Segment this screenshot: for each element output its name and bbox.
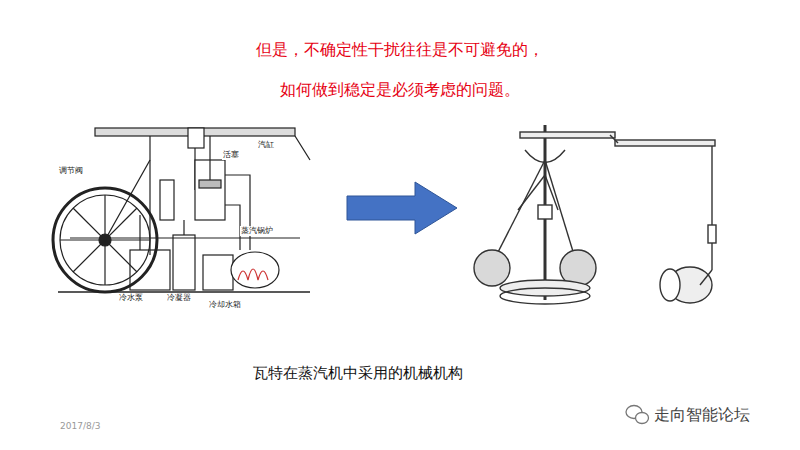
part-label: 调节阀 — [58, 166, 84, 176]
watermark: 走向智能论坛 — [654, 405, 750, 424]
part-label: 冷却水箱 — [208, 300, 242, 310]
part-label: 汽缸 — [257, 140, 275, 150]
steam-engine-drawing — [53, 128, 310, 292]
direction-arrow — [347, 182, 457, 234]
part-label: 蒸汽锅炉 — [240, 226, 274, 236]
wechat-icon — [626, 406, 649, 424]
part-label: 冷水泵 — [118, 293, 144, 303]
figure-caption: 瓦特在蒸汽机中采用的机械机构 — [253, 364, 463, 382]
slide-title: 但是，不确定性干扰往往是不可避免的， 如何做到稳定是必须考虑的问题。 — [251, 30, 549, 110]
part-label: 活塞 — [222, 150, 240, 160]
governor-drawing — [474, 125, 716, 304]
date-stamp: 2017/8/3 — [60, 421, 100, 432]
part-label: 冷凝器 — [166, 293, 192, 303]
